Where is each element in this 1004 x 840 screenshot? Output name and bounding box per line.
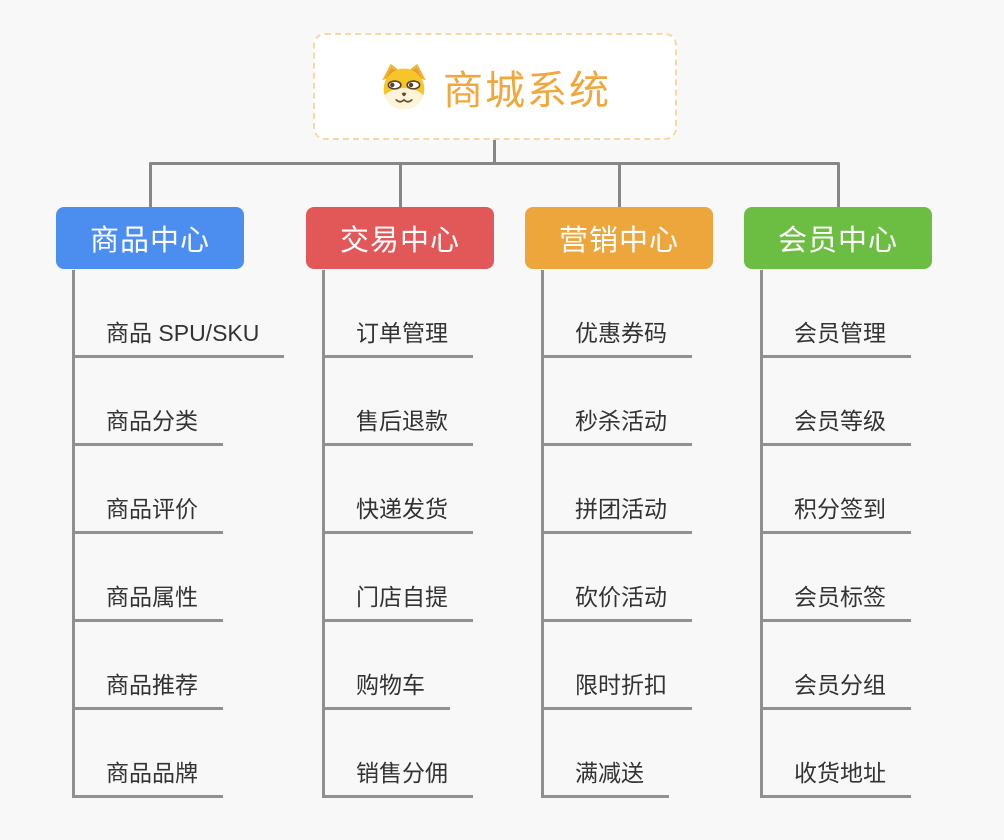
leaf-label[interactable]: 积分签到 bbox=[763, 490, 911, 534]
leaf-item: 满减送 bbox=[544, 710, 692, 798]
leaf-label[interactable]: 满减送 bbox=[544, 754, 669, 798]
leaf-item: 快递发货 bbox=[325, 446, 473, 534]
leaf-item: 购物车 bbox=[325, 622, 473, 710]
leaf-item: 门店自提 bbox=[325, 534, 473, 622]
leaf-column-4: 会员管理会员等级积分签到会员标签会员分组收货地址 bbox=[760, 270, 911, 798]
leaf-item: 砍价活动 bbox=[544, 534, 692, 622]
leaf-label[interactable]: 收货地址 bbox=[763, 754, 911, 798]
leaf-label[interactable]: 限时折扣 bbox=[544, 666, 692, 710]
leaf-label[interactable]: 拼团活动 bbox=[544, 490, 692, 534]
leaf-label[interactable]: 购物车 bbox=[325, 666, 450, 710]
connector-drop-2 bbox=[399, 163, 402, 208]
leaf-label[interactable]: 订单管理 bbox=[325, 314, 473, 358]
leaf-label[interactable]: 秒杀活动 bbox=[544, 402, 692, 446]
connector-drop-1 bbox=[149, 163, 152, 208]
branch-node-3[interactable]: 营销中心 bbox=[525, 207, 713, 269]
connector-drop-3 bbox=[618, 163, 621, 208]
leaf-label[interactable]: 商品品牌 bbox=[75, 754, 223, 798]
leaf-label[interactable]: 商品 SPU/SKU bbox=[75, 314, 285, 358]
leaf-item: 收货地址 bbox=[763, 710, 911, 798]
leaf-label[interactable]: 商品评价 bbox=[75, 490, 223, 534]
leaf-item: 拼团活动 bbox=[544, 446, 692, 534]
leaf-item: 会员分组 bbox=[763, 622, 911, 710]
leaf-item: 销售分佣 bbox=[325, 710, 473, 798]
leaf-column-3: 优惠券码秒杀活动拼团活动砍价活动限时折扣满减送 bbox=[541, 270, 692, 798]
branch-node-2[interactable]: 交易中心 bbox=[306, 207, 494, 269]
leaf-item: 商品属性 bbox=[75, 534, 284, 622]
leaf-item: 售后退款 bbox=[325, 358, 473, 446]
leaf-label[interactable]: 商品分类 bbox=[75, 402, 223, 446]
leaf-item: 秒杀活动 bbox=[544, 358, 692, 446]
leaf-item: 商品推荐 bbox=[75, 622, 284, 710]
leaf-label[interactable]: 会员管理 bbox=[763, 314, 911, 358]
leaf-item: 商品分类 bbox=[75, 358, 284, 446]
branch-node-1[interactable]: 商品中心 bbox=[56, 207, 244, 269]
leaf-label[interactable]: 会员等级 bbox=[763, 402, 911, 446]
leaf-item: 限时折扣 bbox=[544, 622, 692, 710]
leaf-label[interactable]: 会员分组 bbox=[763, 666, 911, 710]
leaf-item: 商品 SPU/SKU bbox=[75, 270, 285, 358]
connector-drop-4 bbox=[837, 163, 840, 208]
branch-node-4[interactable]: 会员中心 bbox=[744, 207, 932, 269]
leaf-label[interactable]: 销售分佣 bbox=[325, 754, 473, 798]
leaf-column-1: 商品 SPU/SKU 商品分类商品评价商品属性商品推荐商品品牌 bbox=[72, 270, 285, 798]
leaf-item: 积分签到 bbox=[763, 446, 911, 534]
leaf-item: 优惠券码 bbox=[544, 270, 692, 358]
leaf-item: 商品品牌 bbox=[75, 710, 284, 798]
leaf-item: 会员标签 bbox=[763, 534, 911, 622]
leaf-label[interactable]: 商品推荐 bbox=[75, 666, 223, 710]
leaf-label[interactable]: 商品属性 bbox=[75, 578, 223, 622]
leaf-label[interactable]: 门店自提 bbox=[325, 578, 473, 622]
connector-root-riser bbox=[493, 140, 496, 165]
leaf-item: 订单管理 bbox=[325, 270, 473, 358]
leaf-label[interactable]: 售后退款 bbox=[325, 402, 473, 446]
connector-spread-bar bbox=[149, 162, 840, 165]
leaf-item: 会员管理 bbox=[763, 270, 911, 358]
root-title: 商城系统 bbox=[443, 68, 611, 113]
leaf-item: 商品评价 bbox=[75, 446, 284, 534]
root-node-mall-system[interactable]: 商城系统 bbox=[313, 33, 677, 140]
leaf-label[interactable]: 优惠券码 bbox=[544, 314, 692, 358]
leaf-label[interactable]: 会员标签 bbox=[763, 578, 911, 622]
dog-icon bbox=[382, 63, 426, 110]
leaf-column-2: 订单管理售后退款快递发货门店自提购物车销售分佣 bbox=[322, 270, 473, 798]
leaf-label[interactable]: 砍价活动 bbox=[544, 578, 692, 622]
leaf-item: 会员等级 bbox=[763, 358, 911, 446]
leaf-label[interactable]: 快递发货 bbox=[325, 490, 473, 534]
